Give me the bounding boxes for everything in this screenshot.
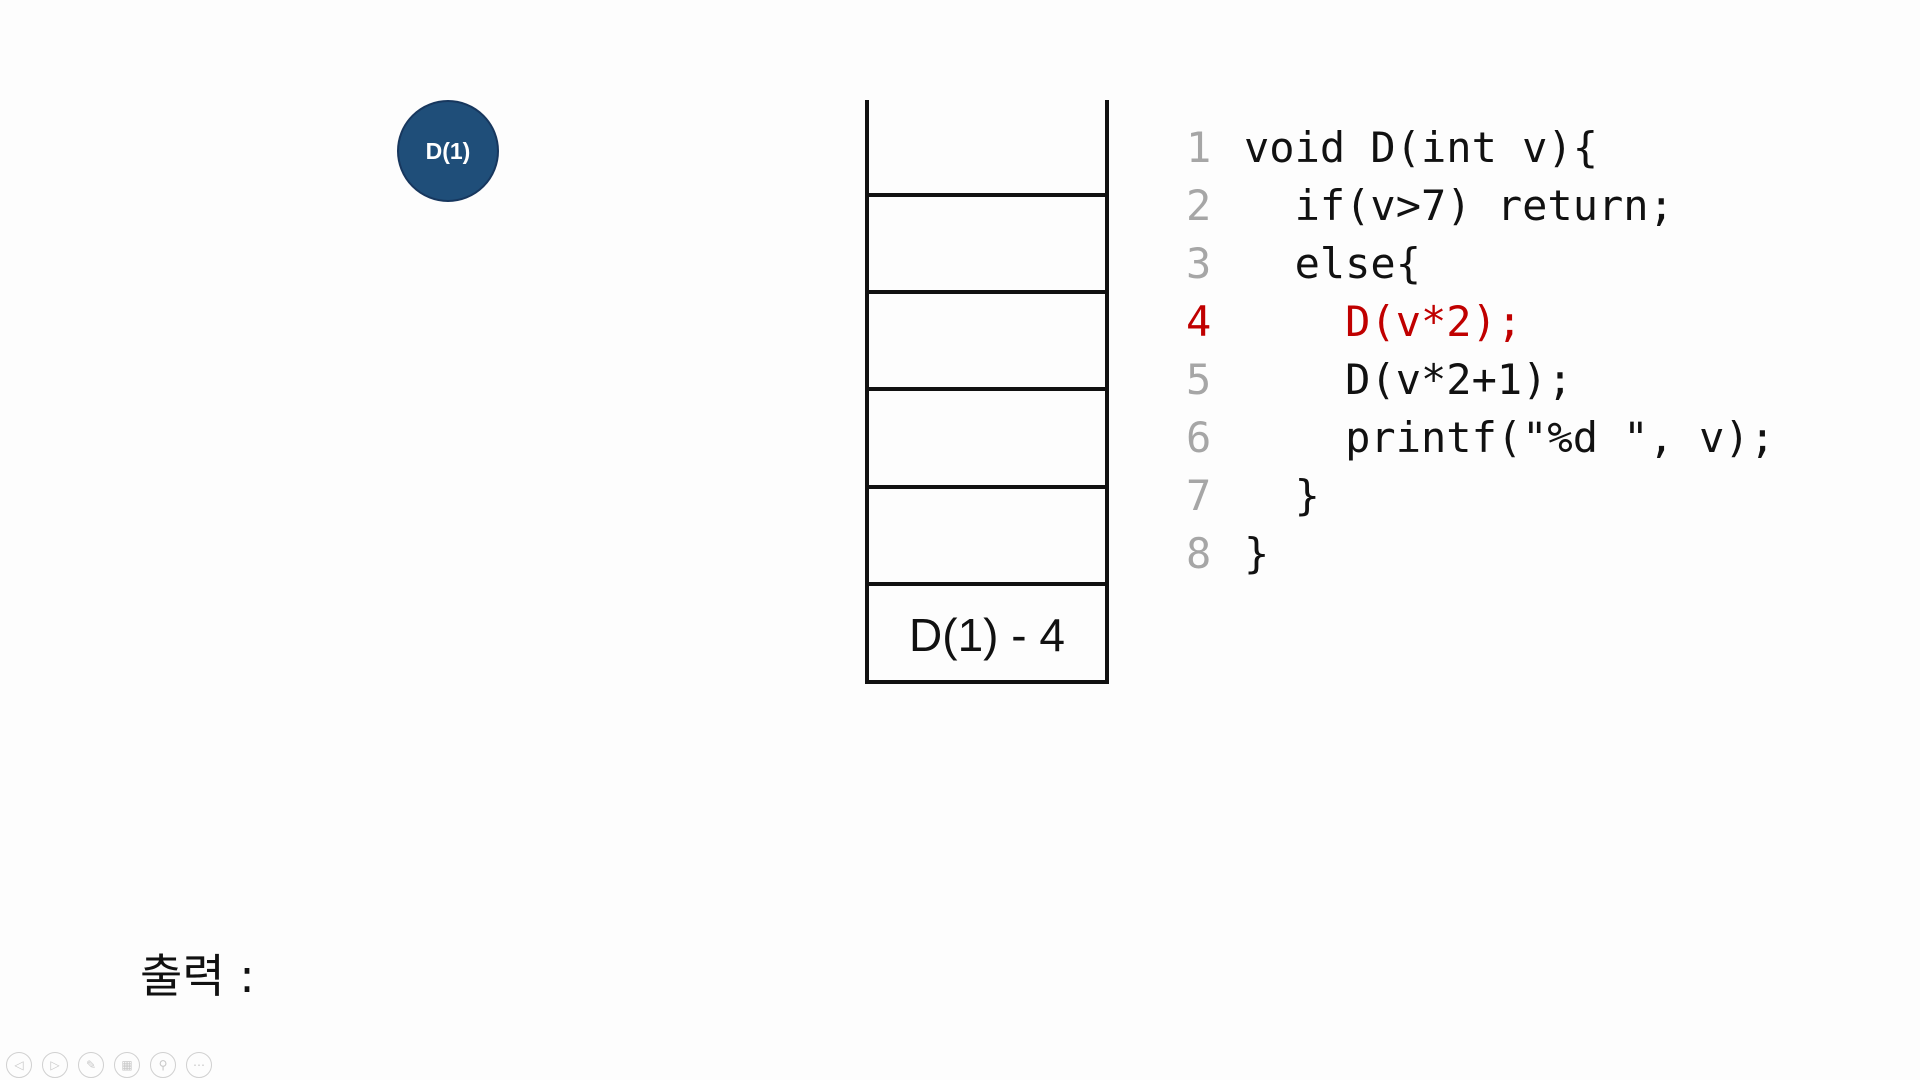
output-label: 출력 : [140, 949, 255, 1003]
code-line-7: 7 } [1186, 467, 1775, 525]
line-number: 4 [1186, 297, 1212, 346]
code-listing: 1 void D(int v){ 2 if(v>7) return; 3 else… [1186, 119, 1775, 583]
code-text: if(v>7) return; [1244, 181, 1674, 230]
stack-frame-4 [869, 294, 1105, 391]
line-number: 1 [1186, 123, 1212, 172]
code-text: } [1244, 529, 1270, 578]
pen-icon[interactable]: ✎ [78, 1052, 104, 1078]
line-number: 8 [1186, 529, 1212, 578]
code-line-3: 3 else{ [1186, 235, 1775, 293]
code-text: printf("%d ", v); [1244, 413, 1776, 462]
stack-divider [869, 582, 1105, 586]
code-line-5: 5 D(v*2+1); [1186, 351, 1775, 409]
line-number: 6 [1186, 413, 1212, 462]
code-text: else{ [1244, 239, 1422, 288]
code-text: D(v*2+1); [1244, 355, 1573, 404]
stack-frame-1: D(1) - 4 [909, 608, 1065, 661]
zoom-icon[interactable]: ⚲ [150, 1052, 176, 1078]
stack-divider [869, 387, 1105, 391]
presentation-toolbar: ◁ ▷ ✎ ▦ ⚲ ⋯ [6, 1052, 212, 1078]
more-icon[interactable]: ⋯ [186, 1052, 212, 1078]
line-number: 2 [1186, 181, 1212, 230]
call-tree-node-d1: D(1) [397, 100, 499, 202]
line-number: 5 [1186, 355, 1212, 404]
slides-icon[interactable]: ▦ [114, 1052, 140, 1078]
code-line-4: 4 D(v*2); [1186, 293, 1775, 351]
line-number: 3 [1186, 239, 1212, 288]
stack-divider [869, 485, 1105, 489]
stack-frame-3 [869, 391, 1105, 488]
code-line-6: 6 printf("%d ", v); [1186, 409, 1775, 467]
code-text: void D(int v){ [1244, 123, 1599, 172]
call-tree-node-label: D(1) [425, 137, 471, 164]
previous-icon[interactable]: ◁ [6, 1052, 32, 1078]
stack-frame-2 [869, 489, 1105, 586]
stack-divider [869, 193, 1105, 197]
call-stack: D(1) - 4 [865, 100, 1109, 684]
stack-frame-5 [869, 197, 1105, 294]
line-number: 7 [1186, 471, 1212, 520]
code-line-1: 1 void D(int v){ [1186, 119, 1775, 177]
next-icon[interactable]: ▷ [42, 1052, 68, 1078]
stack-divider [869, 290, 1105, 294]
stack-frame-6 [869, 100, 1105, 197]
code-text: } [1244, 471, 1320, 520]
code-text: D(v*2); [1244, 297, 1523, 346]
code-line-2: 2 if(v>7) return; [1186, 177, 1775, 235]
code-line-8: 8} [1186, 525, 1775, 583]
